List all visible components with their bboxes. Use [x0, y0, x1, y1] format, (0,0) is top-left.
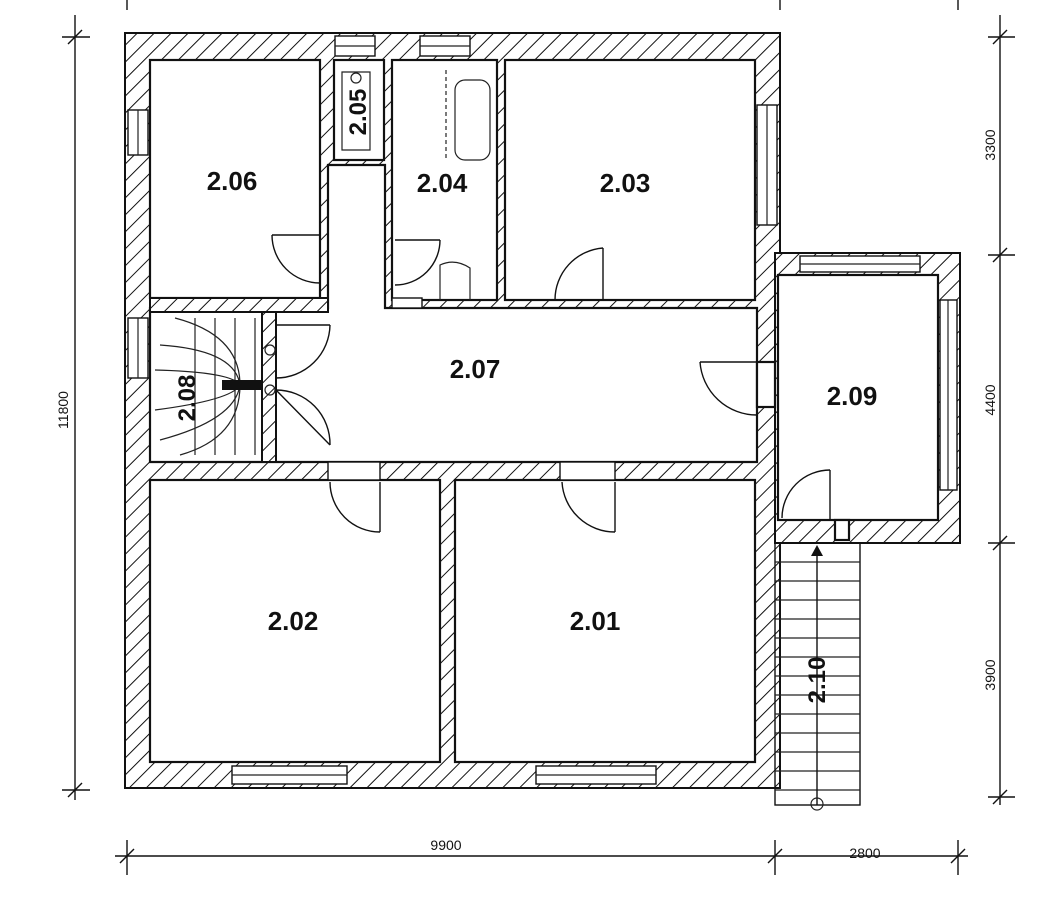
room-label-2-02: 2.02 — [268, 606, 319, 636]
dimension-labels: 11800 9900 2800 3300 4400 3900 — [55, 129, 998, 861]
doors — [271, 234, 851, 542]
room-label-2-06: 2.06 — [207, 166, 258, 196]
room-label-2-08: 2.08 — [174, 375, 201, 422]
room-label-2-05: 2.05 — [345, 89, 372, 136]
bathroom-fixtures — [341, 70, 491, 300]
dim-label-overall-height: 11800 — [55, 391, 71, 429]
room-label-2-09: 2.09 — [827, 381, 878, 411]
room-interiors — [148, 58, 940, 764]
external-stair — [774, 542, 861, 811]
room-label-2-04: 2.04 — [417, 168, 468, 198]
dim-label-main-width: 9900 — [430, 837, 461, 853]
wall-206-stair — [149, 297, 329, 313]
dim-label-right-middle: 4400 — [982, 384, 998, 415]
internal-stair — [154, 317, 276, 456]
dim-label-right-bottom: 3900 — [982, 659, 998, 690]
dimension-lines — [62, 0, 1015, 875]
dim-label-annex-width: 2800 — [849, 845, 880, 861]
room-label-2-01: 2.01 — [570, 606, 621, 636]
room-label-2-07: 2.07 — [450, 354, 501, 384]
dim-label-right-top: 3300 — [982, 129, 998, 160]
room-label-2-10: 2.10 — [804, 657, 831, 704]
room-labels: 2.01 2.02 2.03 2.04 2.05 2.06 2.07 2.08 … — [174, 89, 877, 704]
room-label-2-03: 2.03 — [600, 168, 651, 198]
windows — [127, 35, 958, 785]
